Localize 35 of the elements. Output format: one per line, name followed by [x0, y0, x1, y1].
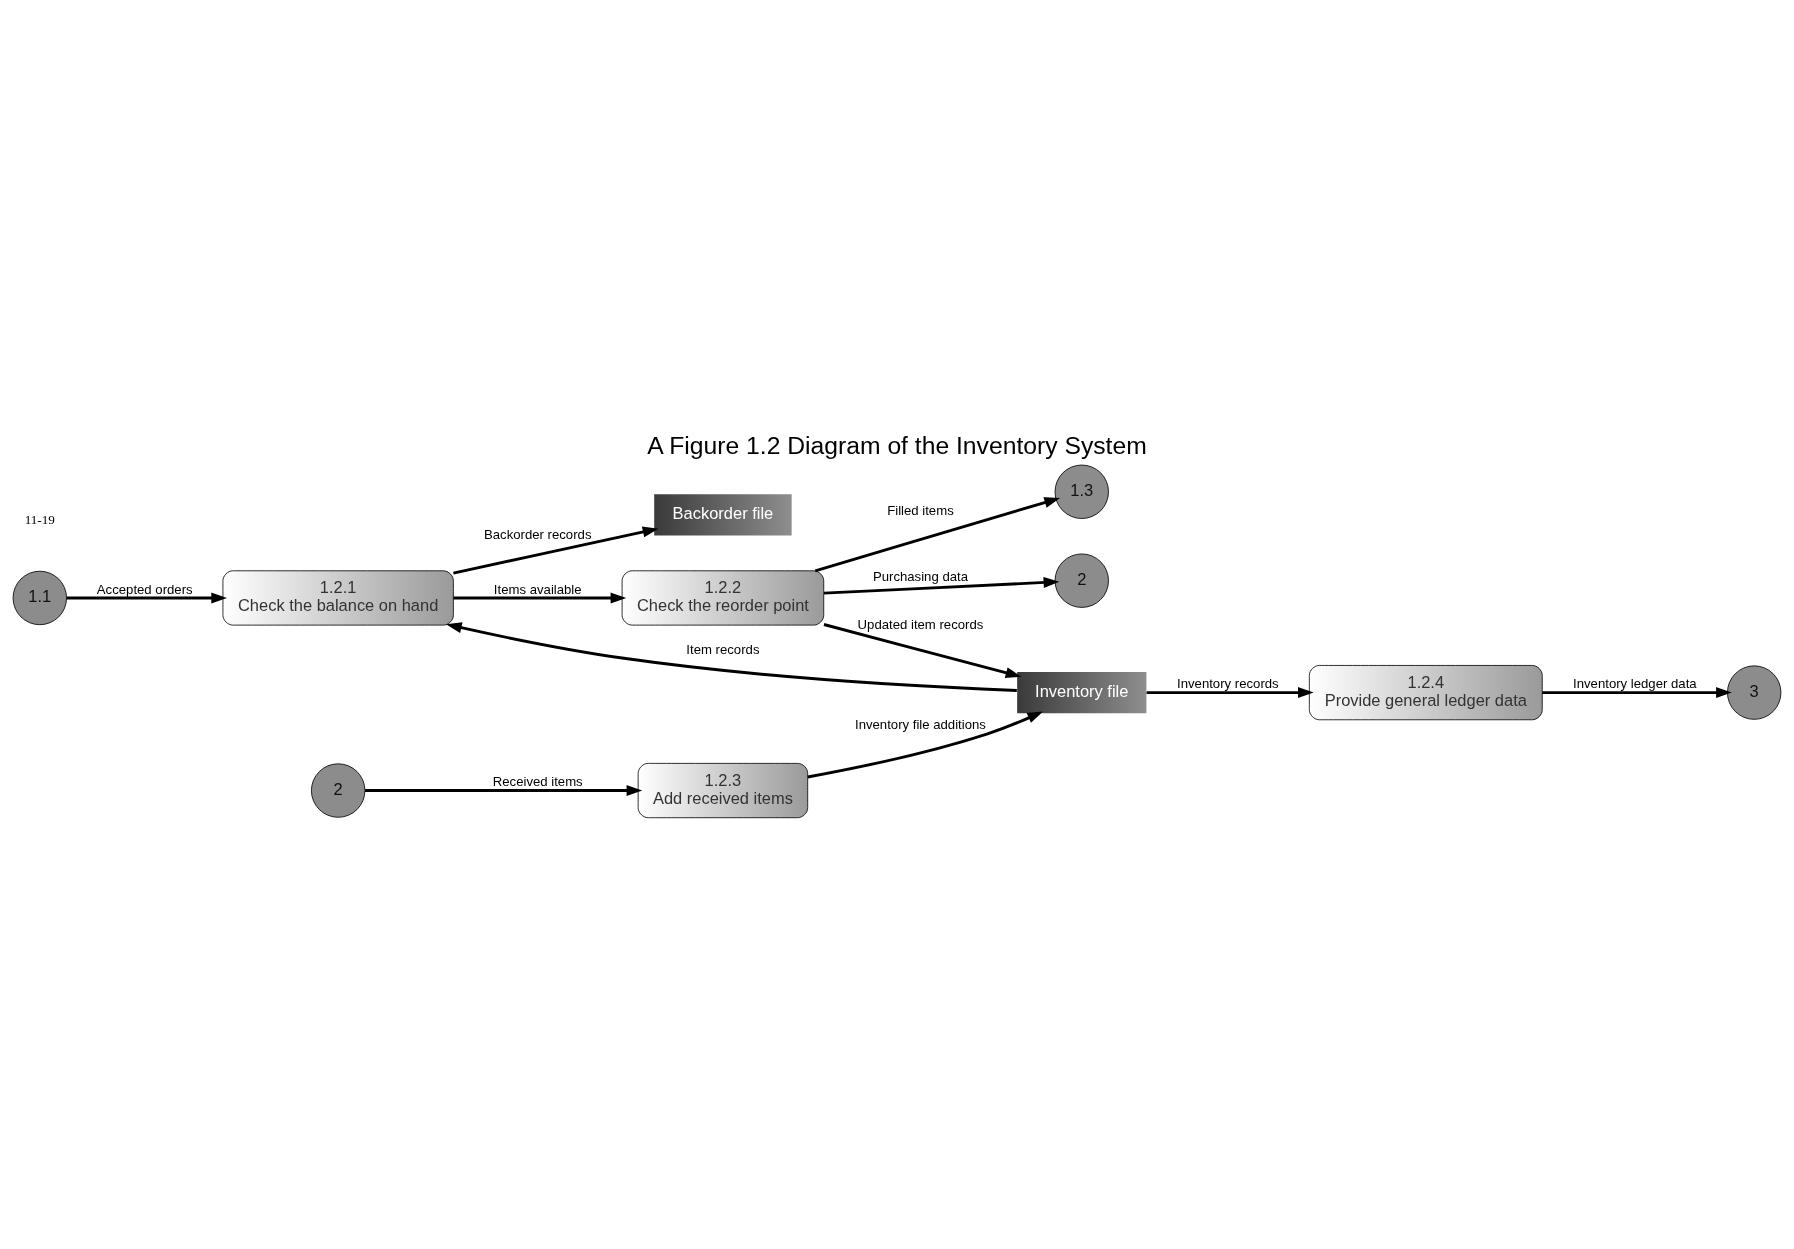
edge-label: Backorder records	[483, 527, 592, 543]
diagram-title: A Figure 1.2 Diagram of the Inventory System	[647, 432, 1147, 460]
arrow	[1542, 687, 1732, 699]
edge-label: Filled items	[887, 503, 954, 519]
node-box: Backorder file	[654, 494, 792, 536]
arrow	[823, 623, 1022, 679]
node-box: 1.2.3 Add received items	[637, 763, 809, 819]
node-circle: 3	[1727, 665, 1782, 720]
node-box: 1.2.2 Check the reorder point	[621, 570, 825, 626]
node-box: 1.2.4 Provide general ledger data	[1308, 665, 1543, 721]
arrow	[453, 592, 627, 604]
edge-label: Inventory file additions	[855, 717, 986, 733]
arrow	[453, 526, 659, 575]
edge-label: Items available	[493, 581, 582, 597]
node-circle: 2	[1054, 553, 1109, 608]
edge-label: Inventory records	[1177, 676, 1279, 692]
edge-label: Received items	[492, 774, 583, 790]
arrow	[1146, 687, 1314, 699]
node-circle: 1.3	[1054, 464, 1109, 519]
arrow	[823, 577, 1060, 595]
edge-label: Accepted orders	[96, 581, 193, 597]
edge-label: Inventory ledger data	[1573, 676, 1697, 692]
node-box: 1.2.1 Check the balance on hand	[222, 570, 454, 626]
node-circle: 1.1	[12, 570, 67, 626]
arrow	[814, 497, 1061, 573]
arrow	[807, 711, 1044, 779]
edge-label: Purchasing data	[872, 568, 968, 584]
arrow	[446, 622, 1017, 692]
edge-label: Updated item records	[857, 617, 984, 633]
label: 11-19	[24, 511, 55, 527]
edge-label: Item records	[686, 641, 760, 657]
node-circle: 2	[311, 763, 366, 818]
arrow	[66, 592, 227, 604]
node-box: Inventory file	[1017, 672, 1147, 714]
arrow	[365, 785, 643, 797]
